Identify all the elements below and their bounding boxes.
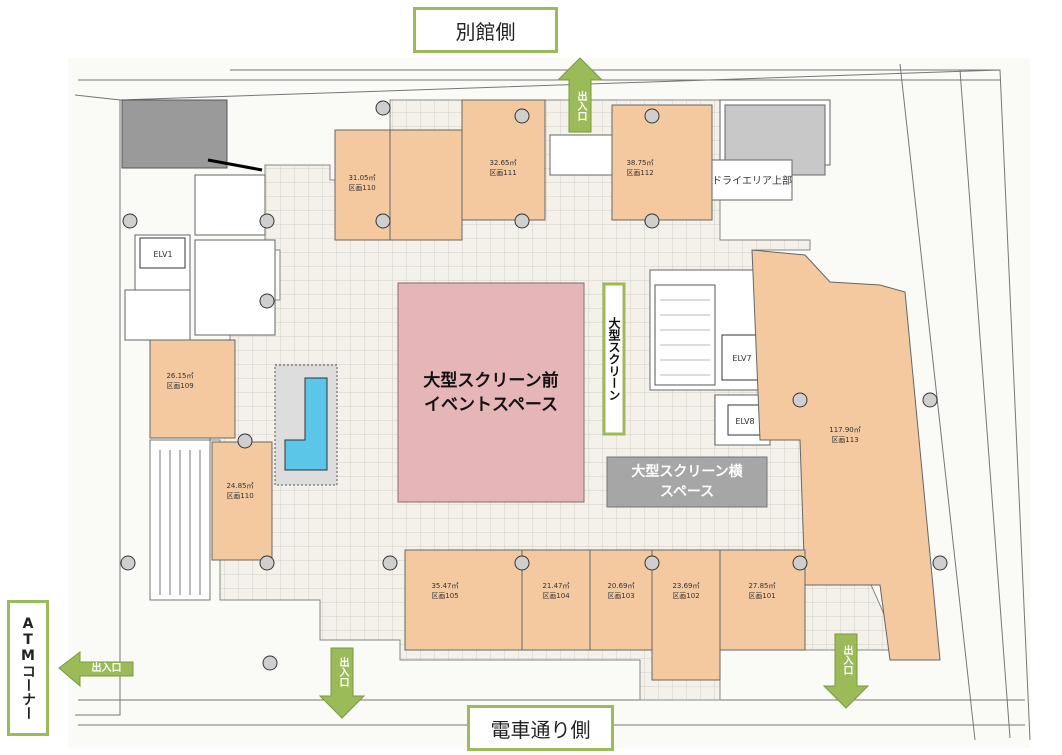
event-space-label: 大型スクリーン前 イベントスペース xyxy=(398,283,584,502)
big-screen xyxy=(602,282,626,436)
elevator-8-box xyxy=(727,404,764,436)
entrance-bottom-center-text: 出入口 xyxy=(337,657,348,687)
escalator xyxy=(149,439,211,601)
unit-shape-113 xyxy=(751,249,941,661)
big-screen-label: 大型スクリーン xyxy=(604,284,624,434)
unit-id: 区画112 xyxy=(626,169,653,177)
train-street-side-label: 電車通り側 xyxy=(467,705,614,751)
elevator-8-label: ELV8 xyxy=(735,417,754,426)
unit-area: 32.65㎡ xyxy=(489,159,516,167)
tenant-units xyxy=(149,99,941,681)
big-screen-side-space xyxy=(606,456,768,508)
unit-id: 区画109 xyxy=(166,382,193,390)
unit-area: 23.69㎡ xyxy=(672,582,699,590)
unit-id: 区画102 xyxy=(672,592,699,600)
unit-area: 31.05㎡ xyxy=(348,174,375,182)
stairs xyxy=(654,284,716,386)
unit-shape-111 xyxy=(461,99,546,221)
gray-room xyxy=(121,99,228,169)
columns xyxy=(120,100,948,671)
unit-area: 35.47㎡ xyxy=(431,582,458,590)
unit-id: 区画110 xyxy=(226,492,253,500)
stair-steps xyxy=(660,299,710,376)
entrance-arrow-left xyxy=(58,650,134,688)
entrance-left-text: 出入口 xyxy=(91,663,122,674)
big-screen-side-line2: スペース xyxy=(659,484,715,500)
unit-id: 区画110 xyxy=(348,184,375,192)
unit-shape-110b xyxy=(389,129,463,241)
big-screen-text: 大型スクリーン xyxy=(607,317,621,401)
entrance-left[interactable]: 出入口 xyxy=(80,662,133,676)
entrance-arrow-bottom-right xyxy=(822,633,870,709)
big-screen-side-line1: 大型スクリーン横 xyxy=(631,464,743,480)
unit-area: 26.15㎡ xyxy=(166,372,193,380)
big-screen-side-label: 大型スクリーン横 スペース xyxy=(607,457,767,507)
unit-id: 区画101 xyxy=(748,592,775,600)
unit-labels: 31.05㎡ 区画110 32.65㎡ 区画111 38.75㎡ 区画112 2… xyxy=(166,159,860,600)
entrance-bottom-right-text: 出入口 xyxy=(841,645,852,675)
unit-id: 区画103 xyxy=(607,592,634,600)
unit-shape-109 xyxy=(149,339,236,439)
entrance-arrow-top xyxy=(556,57,604,133)
unit-area: 24.85㎡ xyxy=(226,482,253,490)
water-feature xyxy=(274,364,338,486)
unit-shape-110c xyxy=(211,441,273,561)
entrance-top[interactable]: 出入口 xyxy=(569,80,591,132)
unit-id: 区画111 xyxy=(489,169,516,177)
unit-shape-104 xyxy=(521,549,591,651)
unit-shape-102 xyxy=(651,549,721,681)
unit-area: 20.69㎡ xyxy=(607,582,634,590)
entrance-top-text: 出入口 xyxy=(575,91,586,121)
unit-id: 区画113 xyxy=(831,436,858,444)
event-space-line1: 大型スクリーン前 xyxy=(423,370,559,391)
unit-area: 38.75㎡ xyxy=(626,159,653,167)
unit-shape-112 xyxy=(611,104,713,221)
elevator-1-label: ELV1 xyxy=(153,250,172,259)
unit-id: 区画105 xyxy=(431,592,458,600)
unit-area: 27.85㎡ xyxy=(748,582,775,590)
entrance-arrow-bottom-center xyxy=(318,647,366,719)
unit-area: 117.90㎡ xyxy=(829,426,861,434)
elevator-7-label: ELV7 xyxy=(732,354,751,363)
event-space xyxy=(397,282,585,503)
entrance-arrows xyxy=(58,57,870,719)
entrance-bottom-right[interactable]: 出入口 xyxy=(835,634,857,686)
dry-area-text: ドライエリア上部 xyxy=(712,174,792,187)
unit-shape-105 xyxy=(404,549,523,651)
train-street-side-text: 電車通り側 xyxy=(490,717,591,742)
unit-shape-103 xyxy=(589,549,653,651)
unit-id: 区画104 xyxy=(542,592,570,600)
annex-side-label: 別館側 xyxy=(413,7,558,53)
unit-area: 21.47㎡ xyxy=(542,582,569,590)
divider-line xyxy=(207,158,263,172)
elevator-1-box xyxy=(139,237,186,269)
entrance-bottom-center[interactable]: 出入口 xyxy=(331,648,353,696)
atm-corner-label: ATMコーナー xyxy=(7,600,49,736)
dry-area-label-box xyxy=(711,159,793,201)
atm-corner-text: ATMコーナー xyxy=(20,616,36,720)
annex-side-text: 別館側 xyxy=(455,19,516,44)
unit-shape-101 xyxy=(719,549,806,651)
elevator-7-box xyxy=(721,334,763,381)
event-space-line2: イベントスペース xyxy=(424,394,558,415)
